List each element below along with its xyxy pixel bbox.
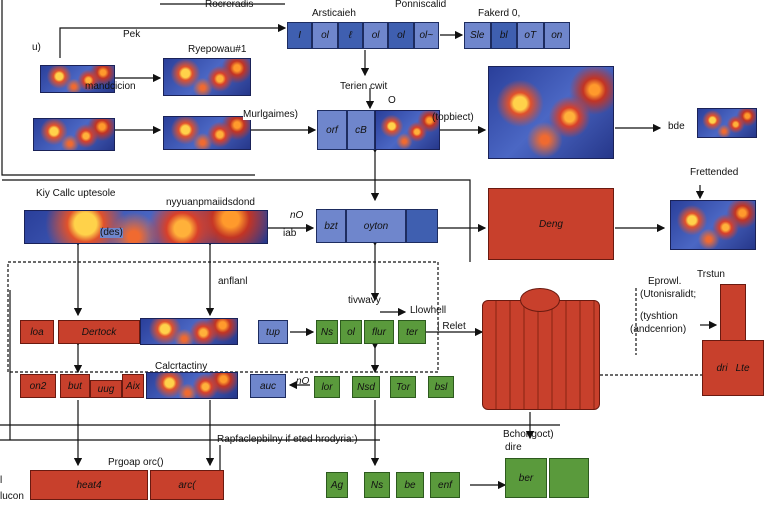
dri-label: dri [716,362,728,374]
no-label-row3: nO [290,210,304,221]
arc-block: arc( [150,470,224,500]
calcrtactiny-label: Calcrtactiny [155,361,208,372]
uug-block: uug [90,380,122,398]
auc-block: auc [250,374,286,398]
anflanl-label: anflanl [218,276,248,287]
relet-label: | Relet [437,321,466,332]
terien-label: Terien cwit [340,81,388,92]
top-right-cell-1: Sle [464,22,491,49]
topbiect-label: (topbiect) [432,112,474,123]
large-heatmap-cube [488,66,614,159]
tor-block-row5: Tor [390,376,416,398]
be-block: be [396,472,424,498]
top-right-cell-2: bl [490,22,517,49]
deng-block: Deng [488,188,614,260]
top-cell-6: ol~ [413,22,439,49]
llowhell-label: Llowhell [410,305,447,316]
bzt-cell: bzt [316,209,346,243]
ns-block-row6: Ns [364,472,390,498]
heatmap-block-4 [163,116,251,150]
deng-label: Deng [539,218,563,230]
top-cell-3: ℓ [337,22,363,49]
frettended-label: Frettended [690,167,739,178]
ns-block: Ns [316,320,338,344]
right-heatmap-block [670,200,756,250]
top-block-strip: I ol ℓ ol ol ol~ [287,22,439,49]
nyy-label: nyyuanpmaiidsdond [166,197,255,208]
orf-cell: orf [317,110,347,150]
top-cell-2: ol [312,22,338,49]
top-right-block-strip: Sle bl oT on [464,22,570,49]
flur-block: flur [364,320,394,344]
loa-block: loa [20,320,54,344]
tup-block: tup [258,320,288,344]
heat4-block: heat4 [30,470,148,500]
trstun-label: Trstun [697,269,725,280]
ber-block: ber [505,458,547,498]
no-label-row5: nO [296,376,310,387]
des-label: (des) [100,227,123,238]
top-cell-5: ol [388,22,414,49]
murlgaimes-label: Murlgaimes) [243,109,299,120]
orf-heat-cell [375,110,440,150]
oyton-cell: oyton [346,209,406,243]
ber-side-block [549,458,589,498]
rapfaclepbilny-label: Rapfaclepbilny if eted hrodyria:) [217,434,358,445]
bchongoct-label: Bchongoct) [503,429,554,440]
iab-label: iab [283,228,297,239]
cylinder-top-cap [520,288,560,312]
lor-block: lor [314,376,340,398]
o-label: O [388,95,396,106]
lucon-label: lucon [0,491,24,502]
roceradis-label: Rocreradis [205,0,254,10]
u-label: u) [32,42,41,53]
on2-block: on2 [20,374,56,398]
ag-block: Ag [326,472,348,498]
bzt-oyton-block: bzt oyton [316,209,438,243]
bsl-block: bsl [428,376,454,398]
top-right-cell-3: oT [517,22,544,49]
ponniscalid-label: Ponniscalid [395,0,447,10]
bde-heatmap-block [697,108,757,138]
right-red-base: dri Lte [702,340,764,396]
heatmap-block-2 [163,58,251,96]
row4-heatmap [140,318,238,345]
tivway-label: tivwavy [348,295,381,306]
heatmap-block-3 [33,118,115,151]
row5-heatmap [146,372,238,399]
orf-cb-block: orf cB [317,110,440,150]
heatmap-block-1 [40,65,115,93]
utonis-label: (Utonisralidt; [640,289,697,300]
lte-label: Lte [735,362,750,374]
dertock-block: Dertock [58,320,140,344]
progap-label: Prgoap orc() [108,457,164,468]
oyton-end-cell [406,209,438,243]
mandcicion-label: mandcicion [85,81,136,92]
red-cylinder-stack [482,300,600,410]
pek-label: Pek [123,29,141,40]
bde-label: bde [668,121,685,132]
top-right-cell-4: on [543,22,570,49]
cb-cell: cB [347,110,375,150]
tor-block: ter [398,320,426,344]
top-cell-1: I [287,22,313,49]
but-block: but [60,374,90,398]
andcenrion-label: (andcenrion) [630,324,687,335]
l-label: l [0,475,3,486]
kiy-label: Kiy Callc uptesole [36,188,116,199]
enf-block: enf [430,472,460,498]
dire-label: dire [505,442,522,453]
fakerd-label: Fakerd 0, [478,8,521,19]
arsticaieh-label: Arsticaieh [312,8,356,19]
aix-block: Aix [122,374,144,398]
top-cell-4: ol [362,22,389,49]
ol-block: ol [340,320,362,344]
eprowl-label: Eprowl. [648,276,682,287]
nsd-block: Nsd [352,376,380,398]
tyshton-label: (tyshtion [640,311,678,322]
rypowaut-label: Ryepowau#1 [188,44,247,55]
wide-heatmap-strip [24,210,268,244]
